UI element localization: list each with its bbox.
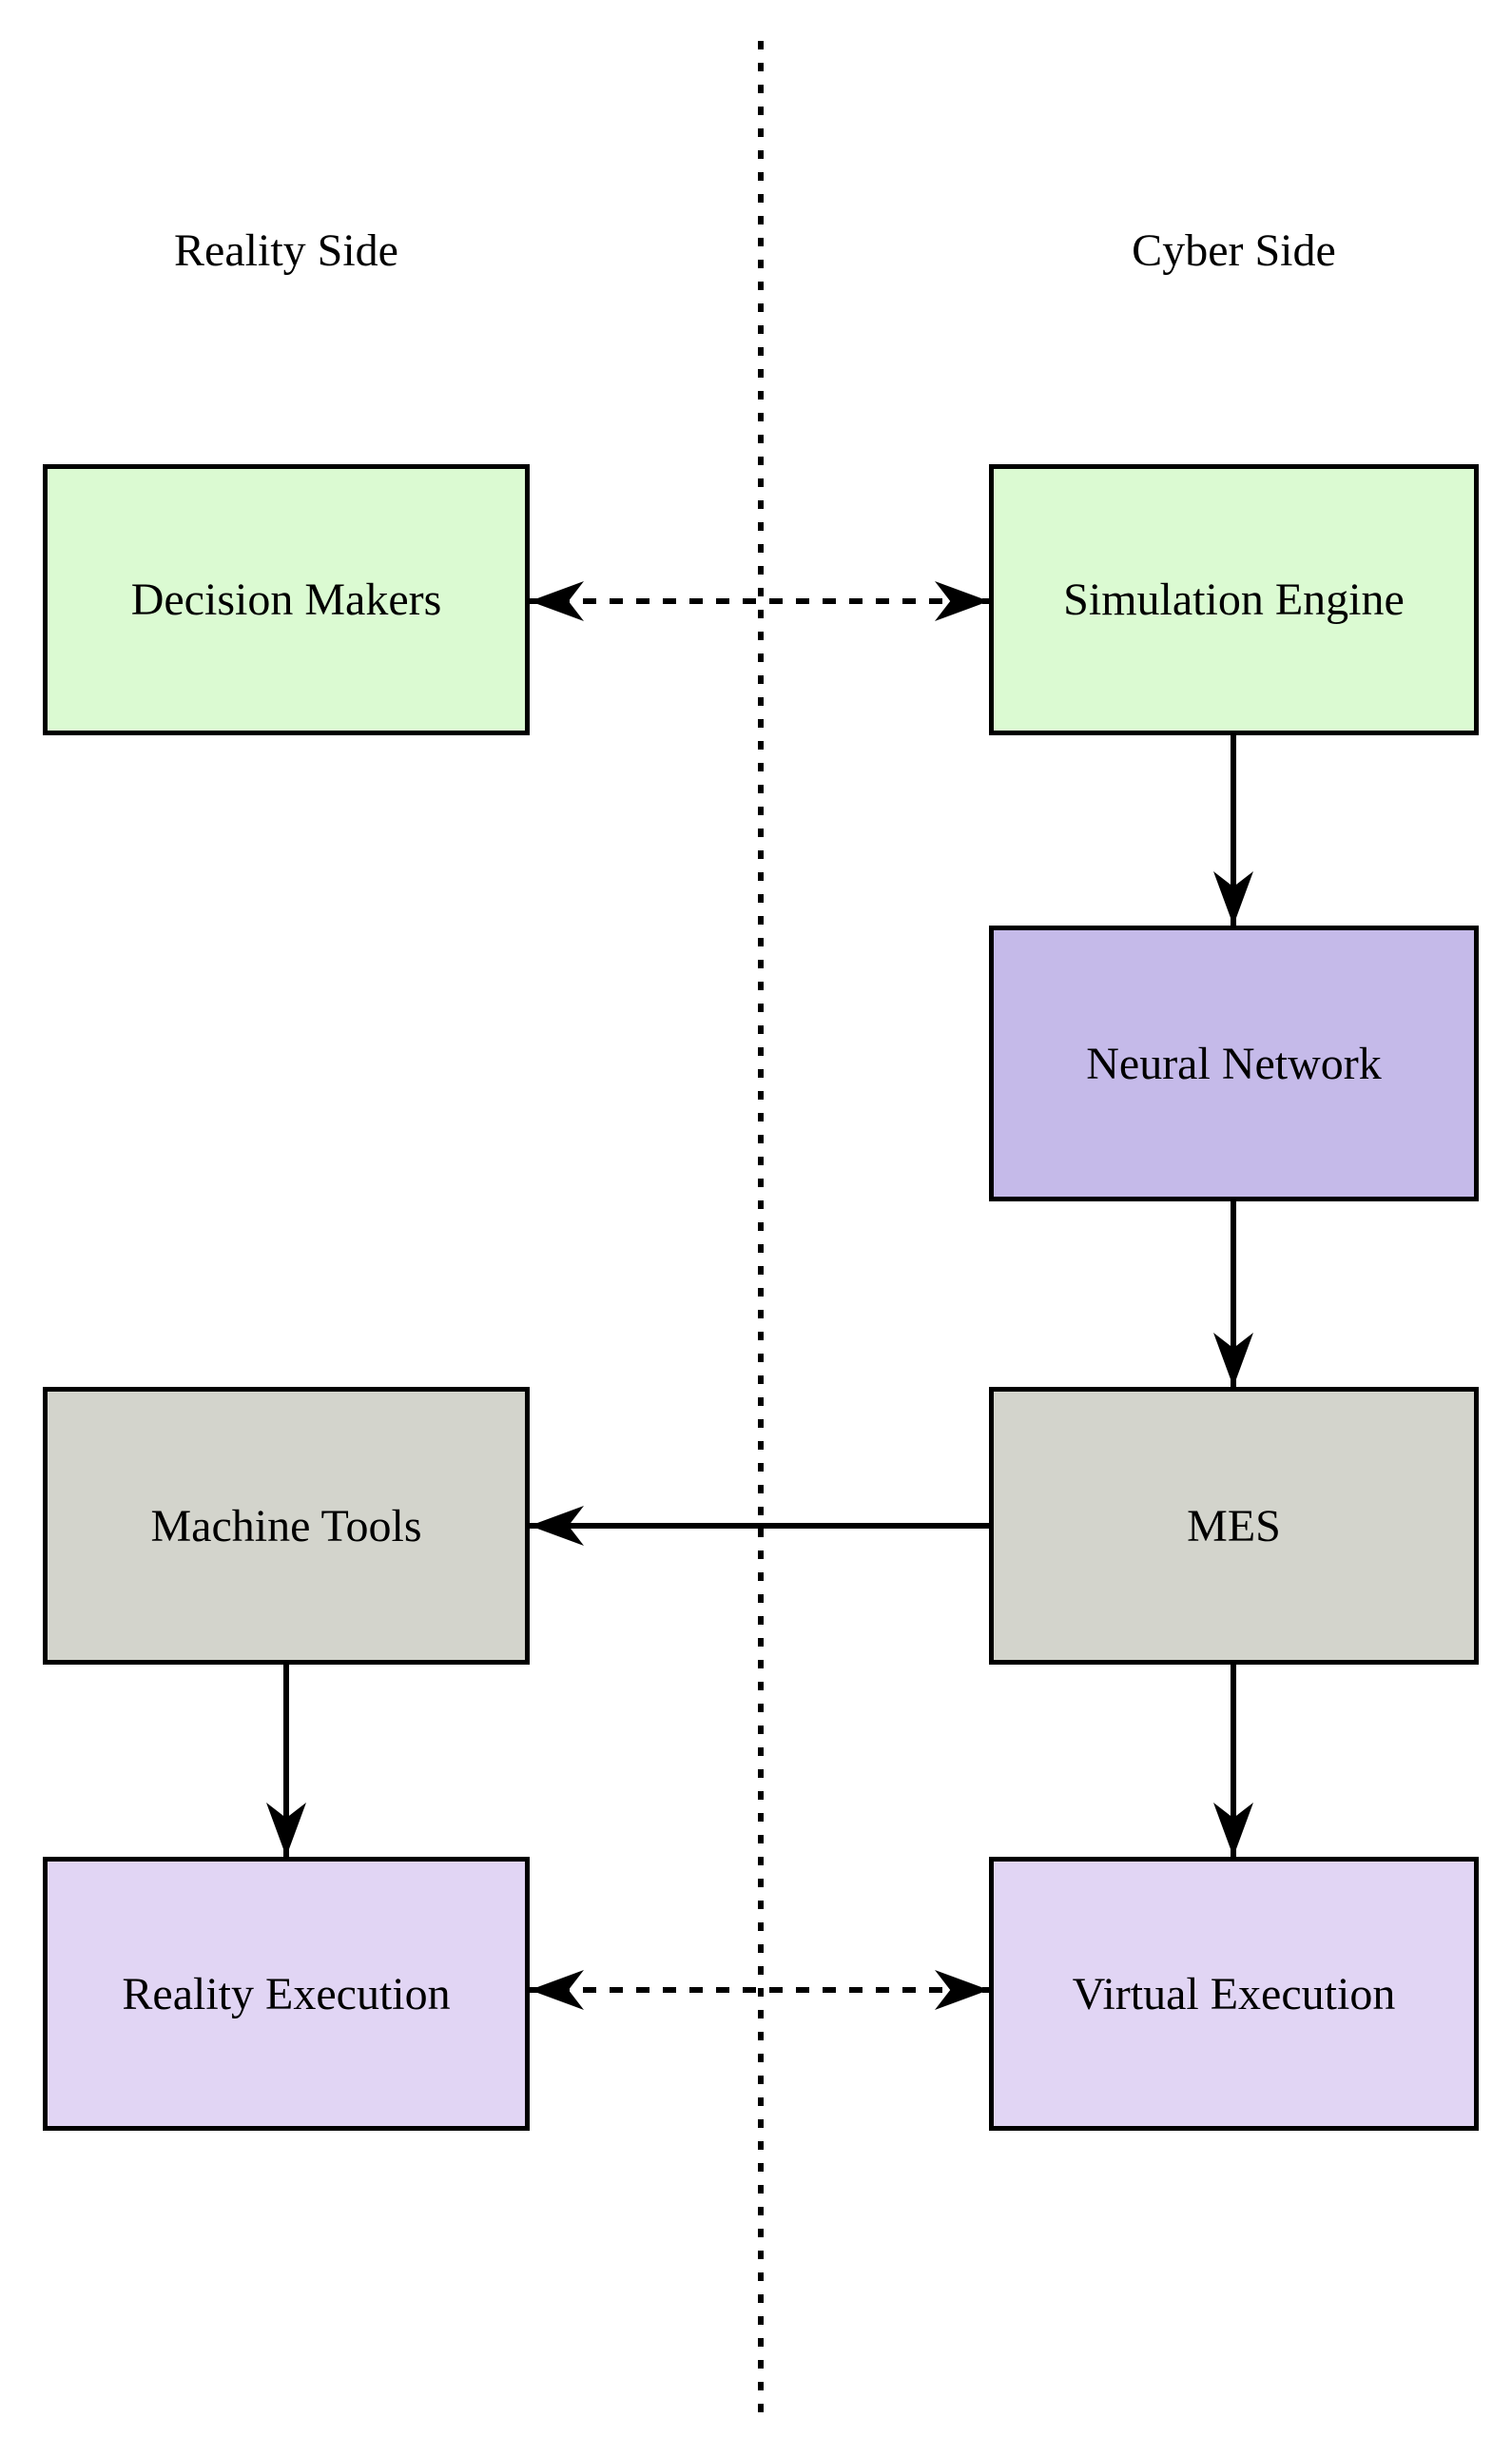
node-mes: MES (989, 1387, 1479, 1665)
node-simulation-engine-label: Simulation Engine (1063, 575, 1405, 625)
reality-side-label: Reality Side (174, 225, 398, 276)
node-reality-execution: Reality Execution (43, 1857, 530, 2131)
node-machine-tools-label: Machine Tools (150, 1500, 422, 1551)
cyber-side-label: Cyber Side (1132, 225, 1336, 276)
node-virtual-execution: Virtual Execution (989, 1857, 1479, 2131)
node-simulation-engine: Simulation Engine (989, 464, 1479, 735)
node-machine-tools: Machine Tools (43, 1387, 530, 1665)
node-reality-execution-label: Reality Execution (122, 1968, 451, 2019)
node-decision-makers-label: Decision Makers (130, 575, 442, 625)
node-decision-makers: Decision Makers (43, 464, 530, 735)
node-mes-label: MES (1187, 1500, 1281, 1551)
node-neural-network-label: Neural Network (1086, 1038, 1382, 1089)
node-neural-network: Neural Network (989, 926, 1479, 1201)
node-virtual-execution-label: Virtual Execution (1072, 1968, 1396, 2019)
